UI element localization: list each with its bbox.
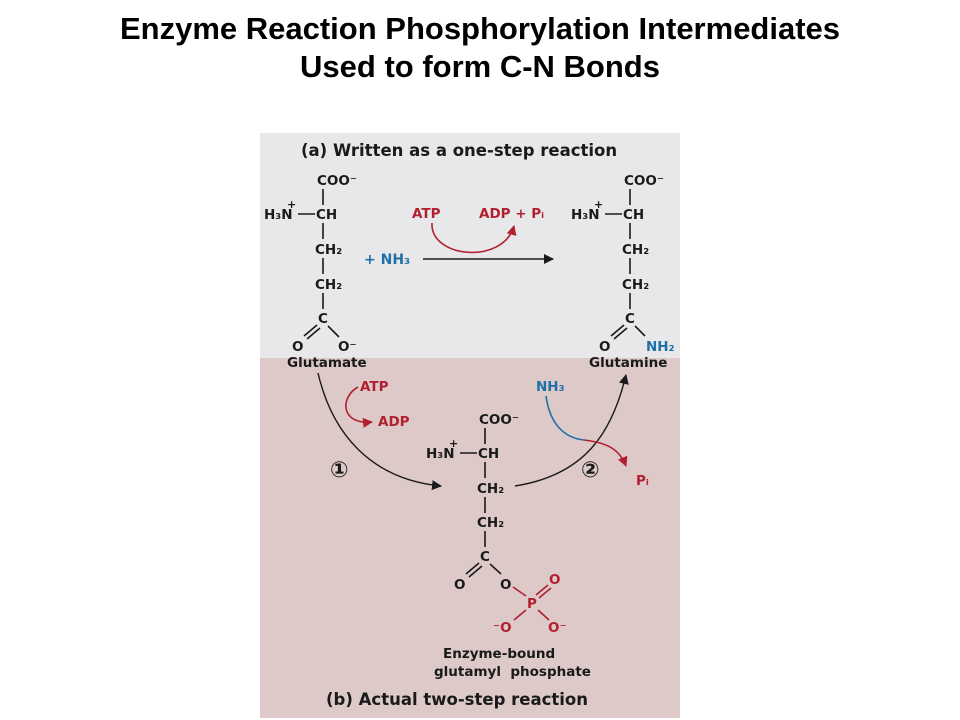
- intermediate-ch2-1: CH₂: [477, 481, 504, 497]
- intermediate-o-bridge: O: [500, 577, 511, 593]
- step1-adp: ADP: [378, 414, 410, 430]
- intermediate-name-line1: Enzyme-bound: [443, 646, 555, 662]
- step2-pi-curve: [583, 439, 628, 467]
- glutamate-h3n: H₃N: [264, 207, 293, 223]
- step2-nh3-curve: [545, 395, 585, 441]
- step2-arrow: [514, 374, 629, 487]
- intermediate-plus: +: [449, 437, 458, 450]
- glutamate-c: C: [318, 311, 328, 327]
- glutamine-ch: CH: [623, 207, 644, 223]
- step1-arrow: [317, 372, 442, 491]
- panel-b-background: [260, 358, 680, 718]
- intermediate-ch: CH: [478, 446, 499, 462]
- glutamate-plus: +: [287, 198, 296, 211]
- intermediate-ch2-2: CH₂: [477, 515, 504, 531]
- glutamyl-phosphate-structure: COO⁻ + H₃N CH CH₂ CH₂ C O O: [426, 412, 519, 593]
- intermediate-c: C: [480, 549, 490, 565]
- step2-nh3: NH₃: [536, 379, 565, 395]
- phosphate-o-top: O: [549, 572, 560, 588]
- reaction-diagram: (a) Written as a one-step reaction (b) A…: [260, 133, 680, 718]
- adp-pi-label-a: ADP + Pᵢ: [479, 206, 544, 222]
- phosphate-o-minus-right: O⁻: [548, 620, 567, 636]
- phosphate-group: P O ⁻O O⁻: [493, 572, 567, 636]
- title-line-2: Used to form C-N Bonds: [300, 49, 660, 84]
- glutamate-o-minus: O⁻: [338, 339, 357, 355]
- glutamine-h3n: H₃N: [571, 207, 600, 223]
- glutamate-ch2-2: CH₂: [315, 277, 342, 293]
- phosphate-p: P: [527, 596, 537, 612]
- intermediate-coo: COO⁻: [479, 412, 519, 428]
- glutamate-ch2-1: CH₂: [315, 242, 342, 258]
- title-line-1: Enzyme Reaction Phosphorylation Intermed…: [119, 11, 841, 46]
- panel-b-caption: (b) Actual two-step reaction: [326, 690, 588, 709]
- glutamine-structure: COO⁻ + H₃N CH CH₂ CH₂ C O NH₂ Glutamine: [571, 173, 675, 371]
- atp-label-a: ATP: [412, 206, 441, 222]
- glutamate-label: Glutamate: [287, 355, 367, 371]
- step1-atp-curve: [345, 386, 373, 428]
- page-title: Enzyme Reaction Phosphorylation Intermed…: [0, 10, 960, 86]
- intermediate-o-left: O: [454, 577, 465, 593]
- step2-pi: Pᵢ: [636, 473, 649, 489]
- phosphate-o-minus-left: ⁻O: [493, 620, 512, 636]
- step2-number: ②: [581, 458, 600, 483]
- panel-a-background: [260, 133, 680, 358]
- glutamine-label: Glutamine: [589, 355, 667, 371]
- step1-number: ①: [330, 458, 349, 483]
- glutamate-structure: COO⁻ + H₃N CH CH₂ CH₂ C O O⁻ Glutamate: [264, 173, 367, 371]
- intermediate-name-line2: glutamyl phosphate: [434, 664, 591, 680]
- intermediate-h3n: H₃N: [426, 446, 455, 462]
- glutamine-nh2: NH₂: [646, 339, 675, 355]
- panel-a-caption: (a) Written as a one-step reaction: [301, 141, 617, 160]
- glutamine-ch2-2: CH₂: [622, 277, 649, 293]
- atp-curve-arrow-a: [431, 222, 517, 254]
- ammonia-reactant: + NH₃: [364, 252, 410, 268]
- glutamate-coo: COO⁻: [317, 173, 357, 189]
- glutamate-o: O: [292, 339, 303, 355]
- glutamine-o: O: [599, 339, 610, 355]
- glutamine-c: C: [625, 311, 635, 327]
- glutamine-ch2-1: CH₂: [622, 242, 649, 258]
- glutamine-coo: COO⁻: [624, 173, 664, 189]
- step1-atp: ATP: [360, 379, 389, 395]
- glutamate-ch: CH: [316, 207, 337, 223]
- glutamine-plus: +: [594, 198, 603, 211]
